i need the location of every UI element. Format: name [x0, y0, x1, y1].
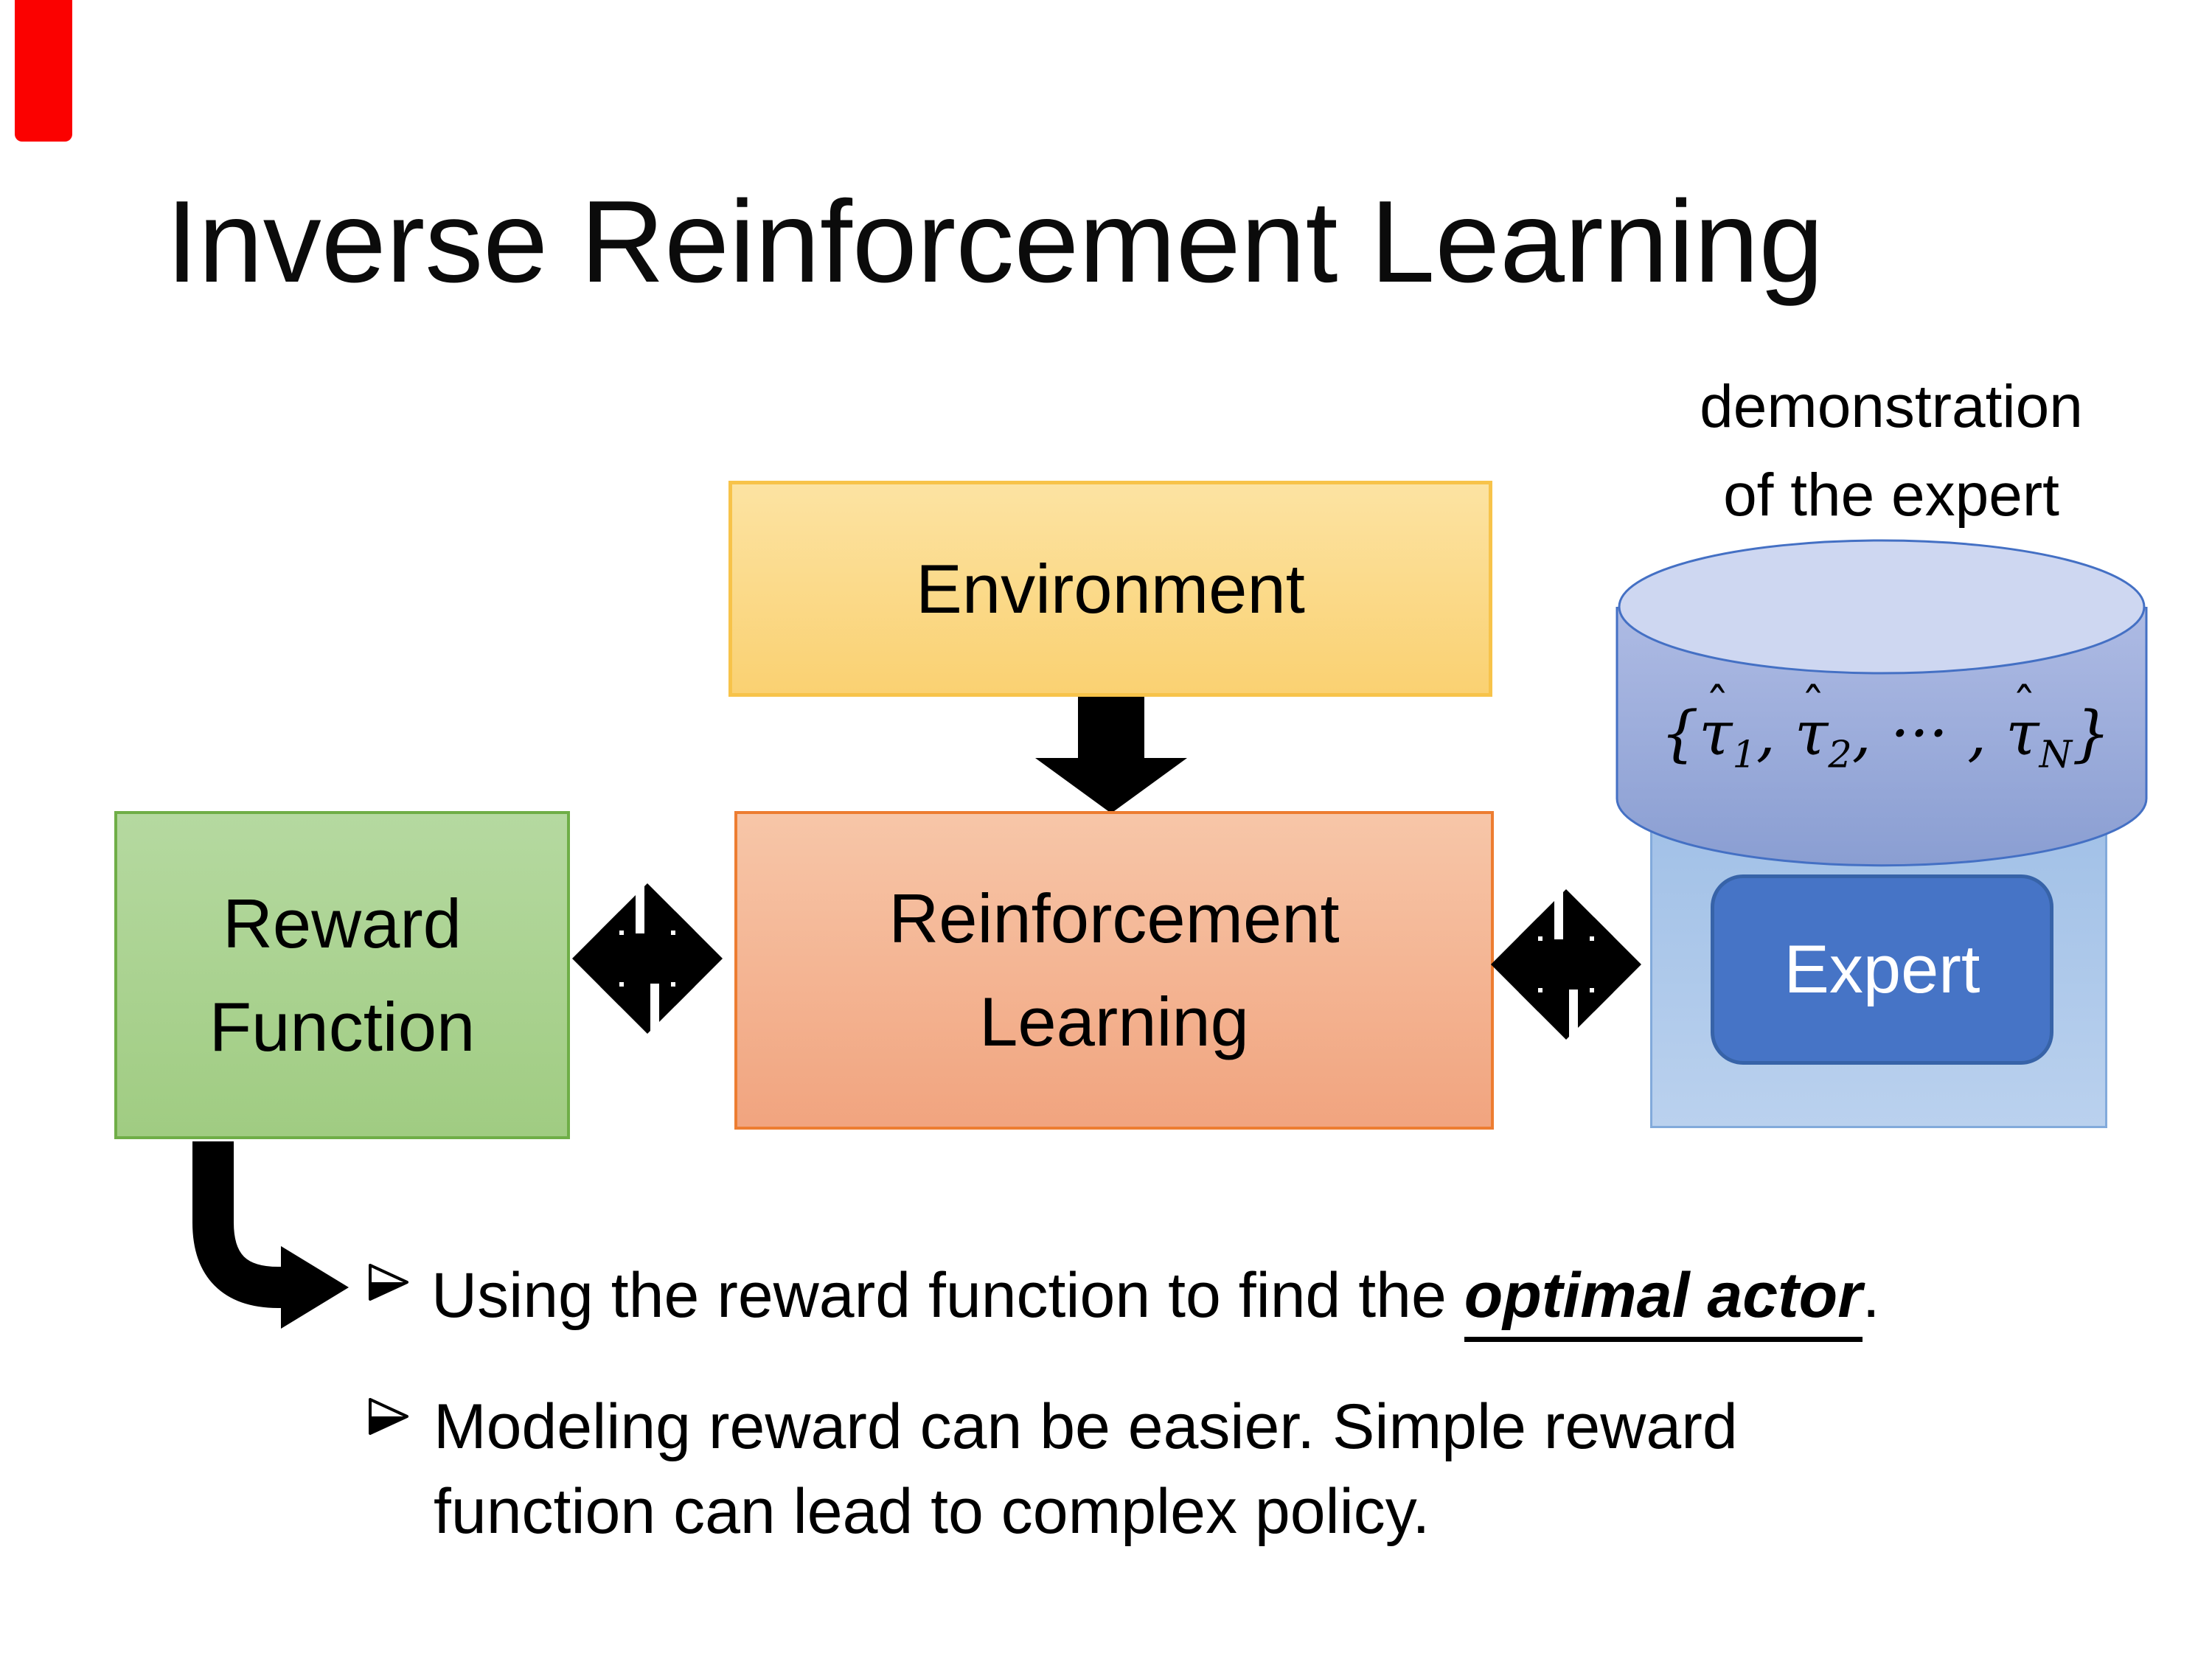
red-marker: [15, 0, 72, 142]
environment-label: Environment: [916, 549, 1305, 627]
environment-box: Environment: [728, 481, 1492, 697]
bullet-2-line2: function can lead to complex policy.: [434, 1476, 1430, 1547]
formula-open-brace: {: [1660, 699, 1700, 769]
demonstration-label-line1: demonstration: [1700, 373, 2083, 440]
double-arrow-icon-left: [572, 883, 723, 1034]
arrowhead-bullet-icon: [369, 1398, 408, 1435]
demonstration-cylinder: [1615, 539, 2148, 867]
demonstration-label-line2: of the expert: [1723, 462, 2059, 529]
reinforcement-learning-label-line2: Learning: [979, 983, 1249, 1060]
demonstration-label: demonstration of the expert: [1648, 363, 2135, 540]
bullet-1-emphasis: optimal actor: [1464, 1260, 1863, 1342]
double-arrow-icon-right: [1491, 889, 1641, 1040]
expert-label: Expert: [1784, 931, 1980, 1007]
bullet-2-line1: Modeling reward can be easier. Simple re…: [434, 1391, 1738, 1462]
reinforcement-learning-label-line1: Reinforcement: [888, 880, 1340, 957]
page-title: Inverse Reinforcement Learning: [166, 177, 1824, 307]
formula-close-brace: }: [2072, 699, 2111, 769]
arrowhead-bullet-icon: [369, 1264, 408, 1301]
reward-function-box: Reward Function: [114, 811, 570, 1139]
bullet-1-post: .: [1862, 1260, 1880, 1331]
bullet-1-pre: Using the reward function to find the: [431, 1260, 1464, 1331]
reward-function-label-line2: Function: [209, 987, 476, 1065]
reinforcement-learning-box: Reinforcement Learning: [734, 811, 1494, 1130]
bullet-1: Using the reward function to find the op…: [431, 1253, 1880, 1342]
reward-function-label-line1: Reward: [223, 884, 462, 962]
bullet-2: Modeling reward can be easier. Simple re…: [434, 1385, 1738, 1554]
expert-box: Expert: [1711, 874, 2053, 1065]
bent-arrow-icon: [192, 1141, 349, 1329]
down-arrow-icon: [1035, 697, 1187, 813]
